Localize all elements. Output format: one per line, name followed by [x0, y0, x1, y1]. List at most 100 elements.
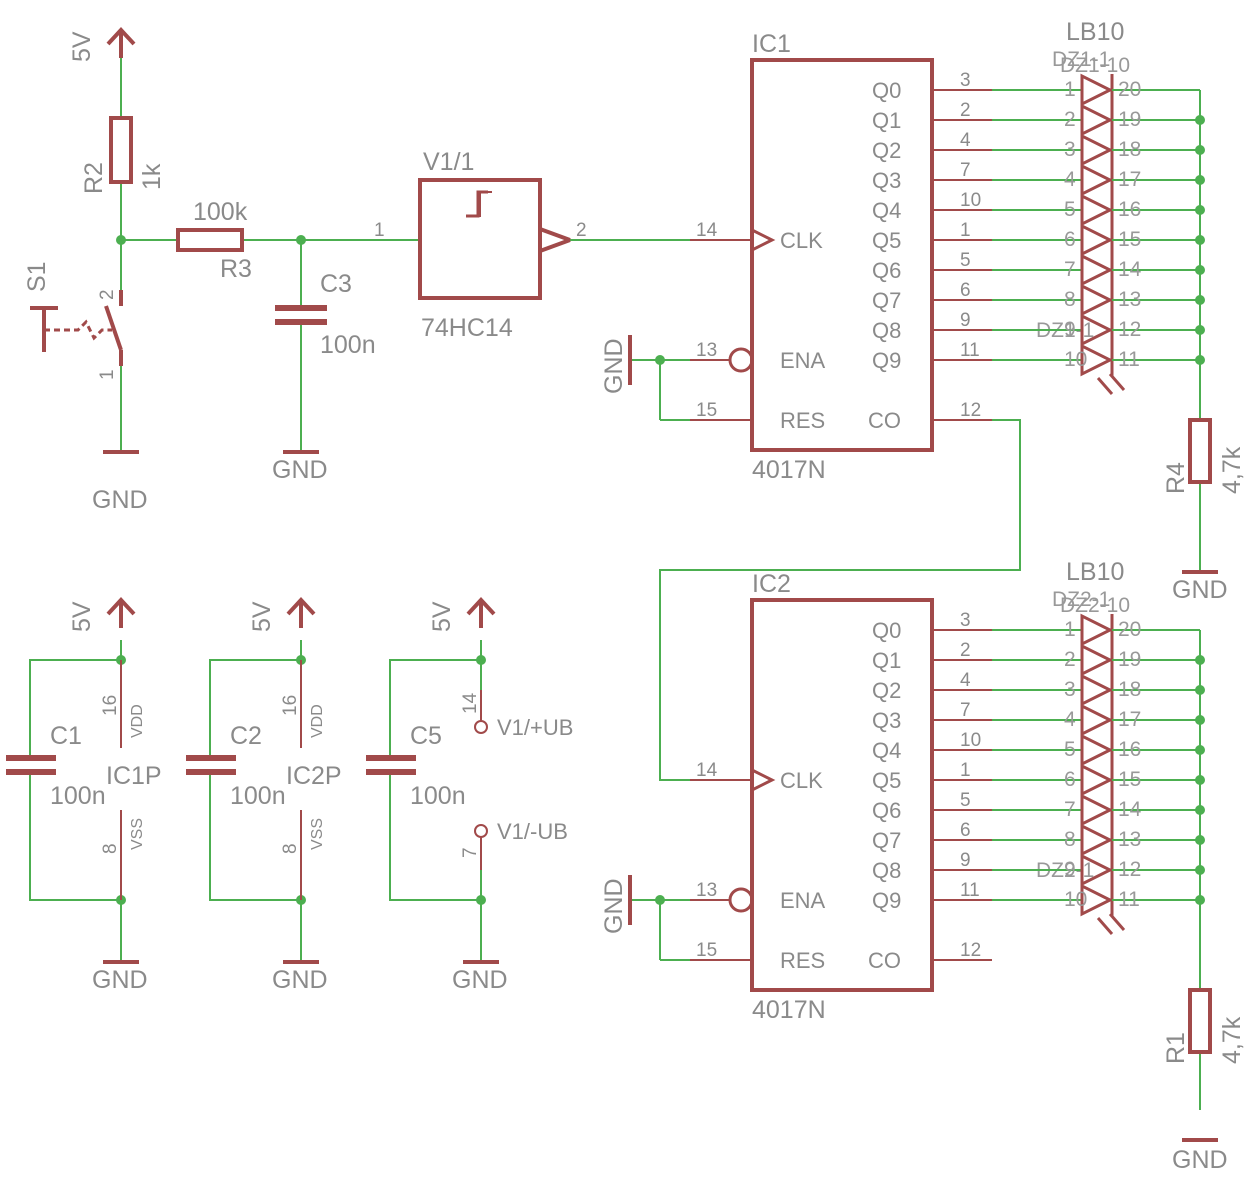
output-pin-number: 6	[960, 280, 971, 301]
led-anode-pin: 6	[1064, 768, 1076, 791]
led-diode-body	[1080, 883, 1114, 917]
svg-text:IC2P: IC2P	[286, 762, 342, 790]
power-5v-c5: 5V	[428, 598, 496, 632]
junction	[1195, 235, 1205, 245]
led-anode-pin: 7	[1064, 258, 1076, 281]
output-label: Q5	[872, 768, 901, 793]
svg-text:74HC14: 74HC14	[421, 314, 513, 342]
svg-text:100n: 100n	[410, 782, 466, 810]
led-anode-pin: 3	[1064, 678, 1076, 701]
svg-text:14: 14	[696, 760, 718, 781]
junction	[1195, 265, 1205, 275]
svg-text:ENA: ENA	[780, 348, 826, 373]
output-label: Q8	[872, 318, 901, 343]
junction	[1195, 745, 1205, 755]
output-label: Q6	[872, 798, 901, 823]
output-pin-number: 7	[960, 160, 971, 181]
svg-text:14: 14	[696, 220, 718, 241]
svg-text:4,7k: 4,7k	[1218, 446, 1246, 494]
svg-text:16: 16	[100, 695, 121, 716]
led-anode-pin: 1	[1064, 78, 1076, 101]
gnd-ic1: GND	[600, 335, 632, 394]
led-cathode-pin: 20	[1118, 78, 1141, 101]
svg-text:14: 14	[460, 692, 481, 714]
output-pin-number: 4	[960, 670, 971, 691]
junction	[1195, 715, 1205, 725]
svg-text:RES: RES	[780, 408, 825, 433]
junction	[1195, 775, 1205, 785]
output-pin-number: 1	[960, 220, 971, 241]
led-anode-pin: 4	[1064, 708, 1076, 731]
led-anode-pin: 2	[1064, 108, 1076, 131]
output-pin-number: 9	[960, 850, 971, 871]
supply-ic1p: 16 VDD IC1P VSS 8	[100, 660, 162, 900]
svg-text:5V: 5V	[248, 601, 276, 632]
capacitor-c2: C2 100n	[186, 722, 286, 810]
svg-text:DZ2-1: DZ2-1	[1052, 588, 1110, 611]
output-label: Q2	[872, 678, 901, 703]
svg-text:VDD: VDD	[129, 704, 146, 738]
led-anode-pin: 6	[1064, 228, 1076, 251]
output-label: Q3	[872, 708, 901, 733]
led-diode-body	[1080, 793, 1114, 827]
svg-text:5V: 5V	[68, 601, 96, 632]
led-cathode-pin: 12	[1118, 858, 1141, 881]
junction	[1195, 115, 1205, 125]
led-diode-body	[1080, 733, 1114, 767]
switch-s1: S1 2 1	[23, 261, 123, 380]
output-pin-number: 11	[960, 340, 980, 361]
gnd-c1: GND	[92, 960, 148, 994]
junction	[1195, 325, 1205, 335]
gnd-switch: GND	[92, 450, 148, 514]
led-cathode-pin: 19	[1118, 648, 1141, 671]
led-diode-body	[1080, 823, 1114, 857]
svg-text:8: 8	[100, 843, 121, 854]
svg-text:1k: 1k	[138, 163, 166, 190]
led-anode-pin: 1	[1064, 618, 1076, 641]
led-cathode-pin: 12	[1118, 318, 1141, 341]
output-label: Q6	[872, 258, 901, 283]
gnd-r1: GND	[1172, 1138, 1228, 1174]
svg-text:2: 2	[576, 220, 587, 241]
svg-text:GND: GND	[1172, 576, 1228, 604]
gnd-c3: GND	[272, 450, 328, 484]
schmitt-inverter-v1: V1/1 74HC14 1 2	[374, 148, 587, 342]
svg-text:RES: RES	[780, 948, 825, 973]
svg-text:IC1P: IC1P	[106, 762, 162, 790]
svg-text:13: 13	[696, 340, 717, 361]
svg-text:15: 15	[696, 400, 717, 421]
supply-v1: 14 V1/+UB V1/-UB 7	[460, 690, 573, 870]
junction	[1195, 205, 1205, 215]
output-label: Q0	[872, 78, 901, 103]
svg-text:C3: C3	[320, 270, 352, 298]
led-diode-body	[1080, 133, 1114, 167]
led-anode-pin: 9	[1064, 318, 1076, 341]
output-label: Q0	[872, 618, 901, 643]
svg-text:DZ2-10: DZ2-10	[1060, 594, 1130, 617]
svg-text:LB10: LB10	[1066, 18, 1124, 46]
svg-text:4,7k: 4,7k	[1218, 1016, 1246, 1064]
svg-text:R1: R1	[1162, 1032, 1190, 1064]
junction	[1195, 685, 1205, 695]
led-anode-pin: 4	[1064, 168, 1076, 191]
output-pin-number: 4	[960, 130, 971, 151]
capacitor-c3: C3 100n	[275, 270, 376, 359]
output-label: Q4	[872, 738, 901, 763]
svg-text:VSS: VSS	[129, 818, 146, 850]
led-anode-pin: 2	[1064, 648, 1076, 671]
led-cathode-pin: 17	[1118, 168, 1141, 191]
led-anode-pin: 9	[1064, 858, 1076, 881]
supply-ic2p: 16 VDD IC2P VSS 8	[280, 660, 342, 900]
led-diode-body	[1080, 613, 1114, 647]
junction	[1195, 145, 1205, 155]
junction	[1195, 295, 1205, 305]
led-diode-body	[1080, 853, 1114, 887]
svg-text:15: 15	[696, 940, 717, 961]
led-diode-body	[1080, 223, 1114, 257]
power-5v-main: 5V	[68, 28, 136, 62]
gnd-c5: GND	[452, 960, 508, 994]
svg-text:C5: C5	[410, 722, 442, 750]
